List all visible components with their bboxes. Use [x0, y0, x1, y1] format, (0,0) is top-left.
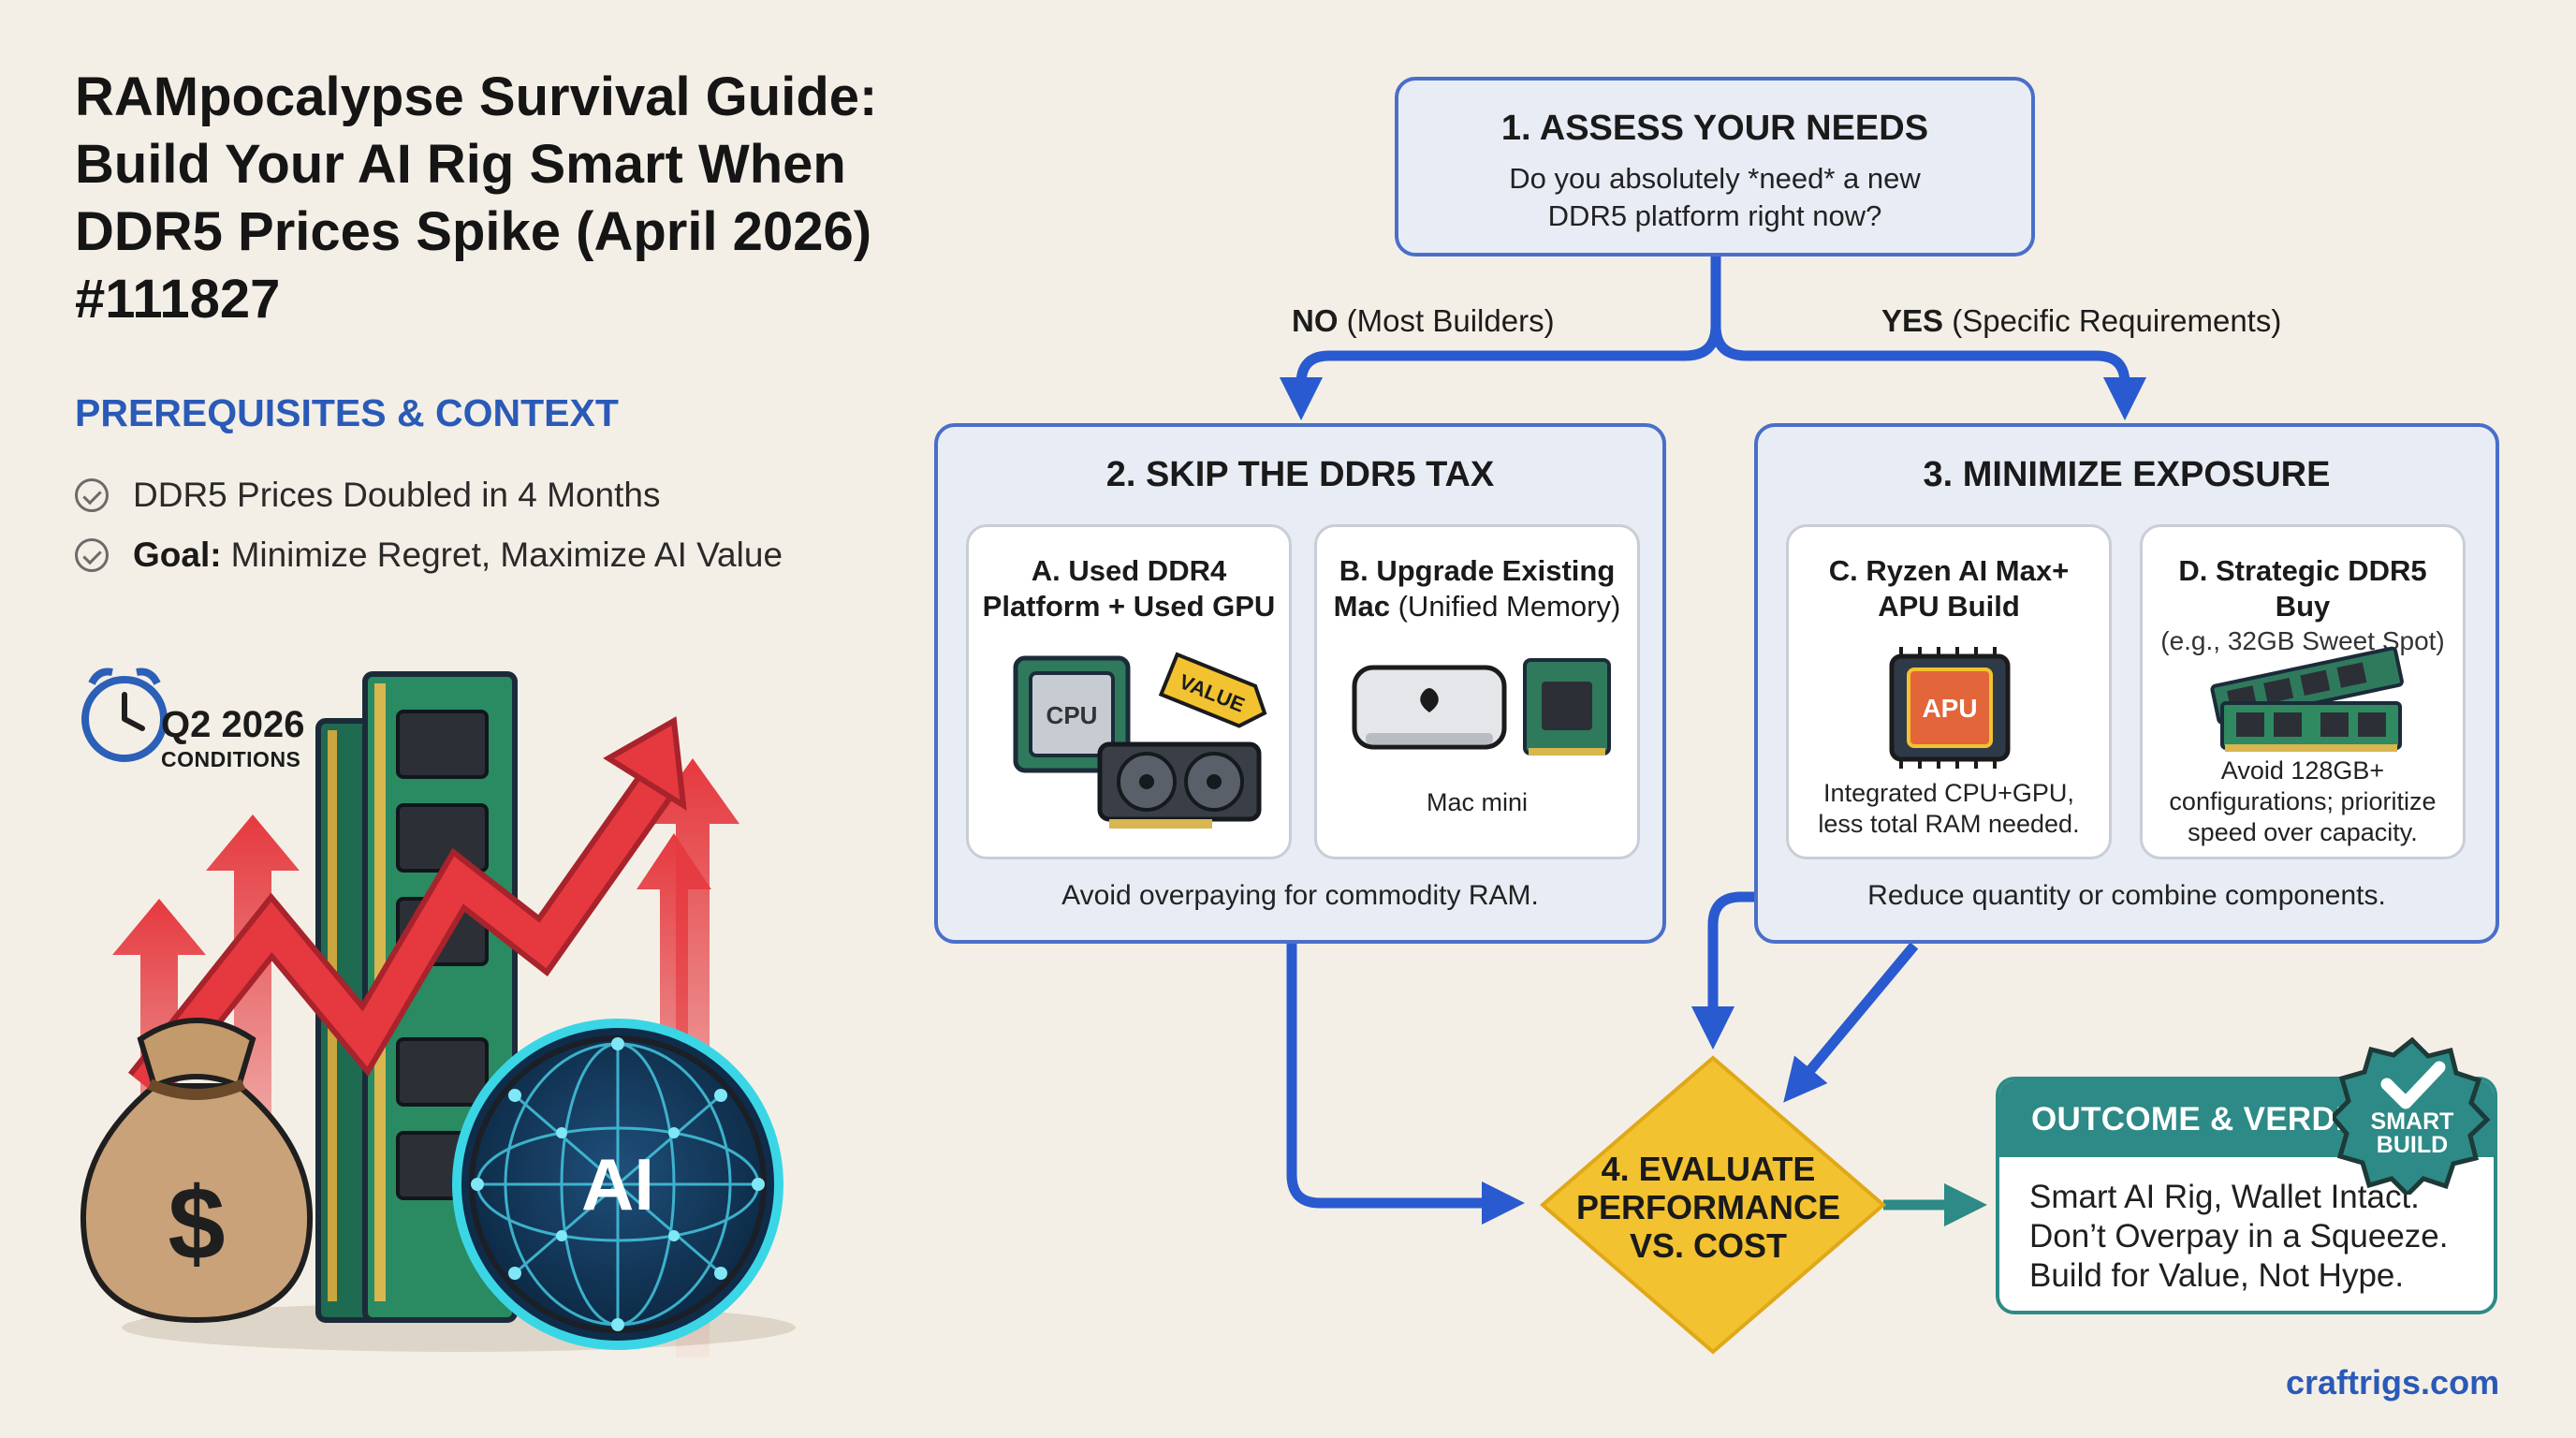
badge-line-1: SMART — [2370, 1108, 2454, 1135]
prerequisite-item-2: Goal: Minimize Regret, Maximize AI Value — [75, 536, 783, 575]
branch-no-label: NO (Most Builders) — [1292, 303, 1555, 339]
gpu-icon — [1097, 741, 1262, 829]
branch-no-bold: NO — [1292, 303, 1339, 338]
badge-line-2: BUILD — [2376, 1132, 2449, 1158]
step4-heading: 4. EVALUATE PERFORMANCE VS. COST — [1575, 1150, 1840, 1265]
badge-label: SMART BUILD — [2333, 1110, 2492, 1157]
check-circle-icon — [75, 478, 109, 512]
option-b-title: B. Upgrade Existing Mac (Unified Memory) — [1317, 553, 1637, 624]
option-d-subtitle: (e.g., 32GB Sweet Spot) — [2160, 626, 2445, 655]
option-b-title-bold: B. Upgrade Existing Mac — [1333, 554, 1616, 623]
value-tag-icon: VALUE — [1158, 652, 1267, 728]
globe-label: AI — [581, 1143, 654, 1225]
branch-yes-label: YES (Specific Requirements) — [1881, 303, 2281, 339]
prerequisites-heading: PREREQUISITES & CONTEXT — [75, 391, 619, 434]
step2-heading: 2. SKIP THE DDR5 TAX — [1105, 455, 1495, 494]
money-symbol: $ — [168, 1167, 225, 1282]
connector-step3-left-to-step4 — [1690, 891, 1754, 1050]
step3-minimize-exposure: 3. MINIMIZE EXPOSURE C. Ryzen AI Max+ AP… — [1754, 423, 2499, 944]
option-a-card: A. Used DDR4 Platform + Used GPU CPU VAL… — [966, 524, 1292, 859]
step1-question: Do you absolutely *need* a new DDR5 plat… — [1509, 162, 1921, 232]
step4-diamond — [1539, 1055, 1887, 1355]
apu-chip-icon: APU — [1889, 647, 2011, 769]
cpu-gpu-icon: CPU VALUE — [1013, 652, 1267, 829]
connector-step2-to-step4 — [1286, 944, 1526, 1225]
branch-yes-bold: YES — [1881, 303, 1944, 338]
branch-yes-text: (Specific Requirements) — [1952, 303, 2282, 338]
option-d-body: Avoid 128GB+ configurations; prioritize … — [2169, 756, 2437, 846]
option-a-title: A. Used DDR4 Platform + Used GPU — [982, 554, 1276, 623]
option-b-title-light: (Unified Memory) — [1398, 590, 1621, 623]
option-b-card: B. Upgrade Existing Mac (Unified Memory)… — [1314, 524, 1640, 859]
step1-heading: 1. ASSESS YOUR NEEDS — [1500, 109, 1929, 148]
option-c-card: C. Ryzen AI Max+ APU Build APU Integrate… — [1786, 524, 2112, 859]
ddr5-sticks-icon — [2210, 646, 2404, 752]
option-c-title: C. Ryzen AI Max+ APU Build — [1828, 554, 2070, 623]
prerequisite-item-1: DDR5 Prices Doubled in 4 Months — [75, 476, 660, 515]
memory-chip-icon — [1523, 658, 1611, 756]
check-circle-icon — [75, 538, 109, 572]
prerequisite-item-1-text: DDR5 Prices Doubled in 4 Months — [133, 476, 661, 514]
page-title: RAMpocalypse Survival Guide: Build Your … — [75, 66, 878, 330]
option-d-card: D. Strategic DDR5 Buy (e.g., 32GB Sweet … — [2140, 524, 2466, 859]
step3-footer: Reduce quantity or combine components. — [1867, 880, 2386, 911]
connector-no-branch — [1279, 325, 1721, 421]
money-bag-icon: $ — [80, 1018, 313, 1324]
smart-build-badge-icon — [2333, 1036, 2491, 1195]
prerequisite-item-2-bold: Goal: — [133, 536, 222, 574]
footer-site-link[interactable]: craftrigs.com — [2286, 1363, 2500, 1401]
mac-mini-icon — [1352, 658, 1611, 756]
apu-label: APU — [1922, 694, 1977, 723]
ai-globe-icon: AI — [452, 1019, 783, 1350]
outcome-line-1: Smart AI Rig, Wallet Intact. — [2029, 1179, 2420, 1215]
option-c-body: Integrated CPU+GPU, less total RAM neede… — [1818, 779, 2080, 838]
cpu-label: CPU — [1046, 701, 1098, 729]
connector-step3-diagonal-to-step4 — [1783, 942, 1919, 1103]
clock-title: Q2 2026 — [161, 704, 305, 745]
step1-assess-needs: 1. ASSESS YOUR NEEDS Do you absolutely *… — [1395, 77, 2035, 257]
step3-heading: 3. MINIMIZE EXPOSURE — [1923, 455, 2331, 494]
step2-skip-ddr5-tax: 2. SKIP THE DDR5 TAX A. Used DDR4 Platfo… — [934, 423, 1666, 944]
clock-icon — [81, 668, 168, 762]
outcome-line-3: Build for Value, Not Hype. — [2029, 1257, 2405, 1294]
prerequisite-item-2-text: Minimize Regret, Maximize AI Value — [230, 536, 783, 574]
outcome-line-2: Don’t Overpay in a Squeeze. — [2029, 1218, 2449, 1255]
connector-yes-branch — [1710, 325, 2147, 421]
price-spike-arrow-icon — [127, 716, 687, 1100]
step2-footer: Avoid overpaying for commodity RAM. — [1061, 880, 1539, 911]
option-d-title: D. Strategic DDR5 Buy — [2178, 554, 2427, 623]
clock-subtitle: CONDITIONS — [161, 747, 301, 771]
branch-no-text: (Most Builders) — [1346, 303, 1555, 338]
option-b-caption: Mac mini — [1426, 788, 1528, 816]
ram-price-spike-illustration: $ AI — [80, 668, 796, 1357]
